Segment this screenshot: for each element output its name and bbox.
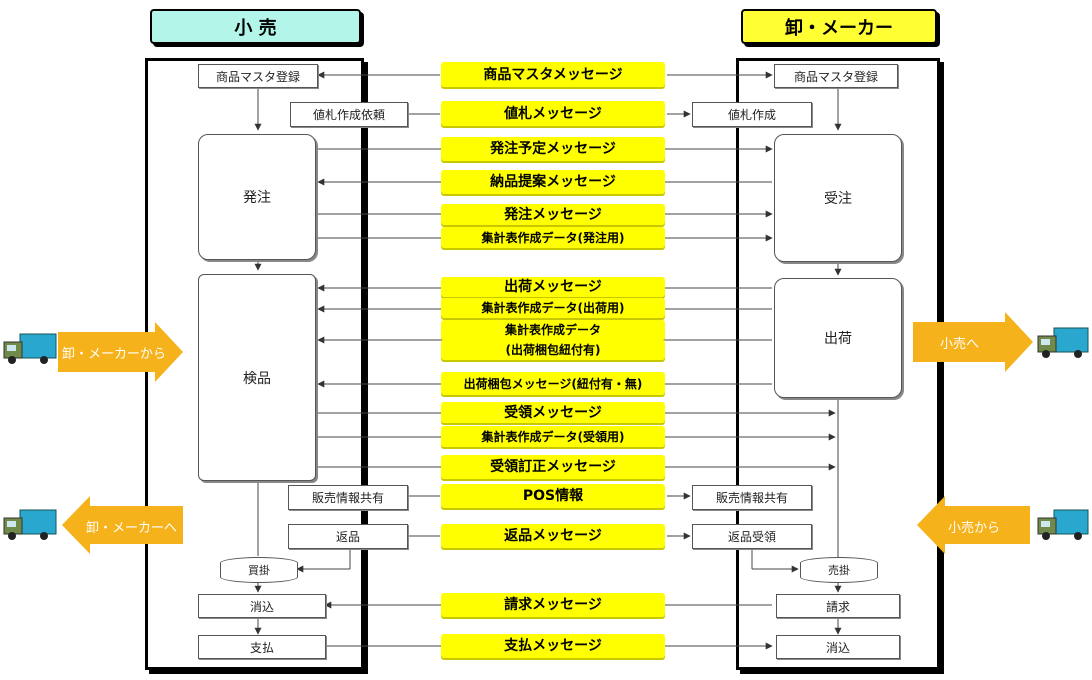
wholesale-sales-info: 販売情報共有: [692, 485, 812, 510]
msg-order-plan: 発注予定メッセージ: [441, 137, 665, 161]
msg-packing: 出荷梱包メッセージ(紐付有・無): [441, 372, 665, 395]
msg-receipt: 受領メッセージ: [441, 402, 665, 423]
wholesale-order-receipt: 受注: [774, 134, 902, 262]
wholesaler-header: 卸・メーカー: [741, 9, 937, 44]
arrow-from-wholesaler: [58, 322, 183, 382]
wholesale-return-receipt: 返品受領: [692, 524, 812, 549]
msg-receipt-correction: 受領訂正メッセージ: [441, 455, 665, 479]
retail-price-tag-request: 値札作成依頼: [290, 102, 408, 127]
wholesale-receivable: 売掛: [800, 557, 878, 583]
truck-icon-right-bottom: [1037, 509, 1089, 540]
msg-receipt-agg: 集計表作成データ(受領用): [441, 426, 665, 447]
msg-returns: 返品メッセージ: [441, 524, 665, 548]
label-to-retailer: 小売へ: [940, 337, 980, 352]
msg-order-agg: 集計表作成データ(発注用): [441, 227, 665, 248]
msg-shipping: 出荷メッセージ: [441, 277, 665, 297]
msg-payment: 支払メッセージ: [441, 634, 665, 658]
retail-reconcile: 消込: [198, 594, 326, 618]
wholesale-invoice: 請求: [776, 594, 900, 618]
retail-returns: 返品: [288, 524, 408, 549]
msg-delivery-proposal: 納品提案メッセージ: [441, 170, 665, 194]
msg-invoice: 請求メッセージ: [441, 593, 665, 617]
label-from-retailer: 小売から: [948, 521, 1001, 536]
retail-product-master: 商品マスタ登録: [198, 64, 318, 88]
wholesale-product-master: 商品マスタ登録: [774, 64, 898, 88]
msg-ship-agg2-line1: 集計表作成データ: [441, 320, 665, 340]
wholesale-reconcile: 消込: [776, 635, 900, 659]
truck-icon-right-top: [1037, 327, 1089, 358]
label-to-wholesaler: 卸・メーカーへ: [86, 521, 178, 536]
msg-price-tag: 値札メッセージ: [441, 101, 665, 126]
msg-pos: POS情報: [441, 484, 665, 508]
arrow-to-retailer: [913, 312, 1033, 372]
label-from-wholesaler: 卸・メーカーから: [62, 347, 167, 362]
retail-order: 発注: [198, 134, 316, 260]
retail-payable: 買掛: [220, 557, 298, 583]
retailer-header: 小 売: [150, 9, 361, 44]
truck-icon-left-top: [3, 333, 57, 364]
truck-icon-left-bottom: [3, 509, 57, 540]
arrow-to-wholesaler: [62, 496, 183, 554]
msg-ship-agg2-line2: (出荷梱包紐付有): [441, 340, 665, 360]
retail-inspection: 検品: [198, 274, 316, 481]
arrow-from-retailer: [917, 496, 1030, 554]
wholesale-shipping: 出荷: [774, 278, 902, 398]
wholesale-price-tag: 値札作成: [692, 102, 812, 127]
msg-order: 発注メッセージ: [441, 204, 665, 225]
msg-product-master: 商品マスタメッセージ: [441, 62, 665, 87]
retail-sales-info: 販売情報共有: [288, 485, 408, 510]
msg-ship-agg: 集計表作成データ(出荷用): [441, 298, 665, 318]
retail-payment: 支払: [198, 635, 326, 659]
